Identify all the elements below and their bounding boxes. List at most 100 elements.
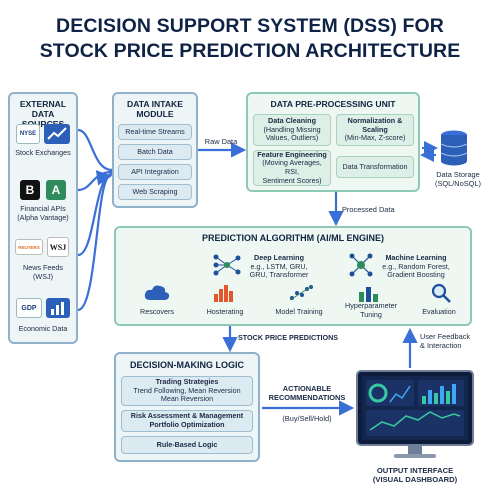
ml-sub-2: Gradient Boosting (387, 270, 445, 280)
dl-title: Deep Learning (254, 253, 304, 262)
model-training-label: Model Training (275, 307, 323, 316)
deep-learning-label: Deep Learning e.g., LSTM, GRU, GRU, Tran… (244, 253, 314, 280)
decision-panel: DECISION-MAKING LOGIC Trading Strategies… (114, 352, 260, 462)
hyperparameter-text: Hyperparameter (345, 301, 397, 310)
feedback-label: User Feedback & Interaction (420, 332, 490, 350)
title-line-2: STOCK PRICE PREDICTION ARCHITECTURE (39, 40, 461, 62)
external-sources-panel: EXTERNAL DATA SOURCES NYSE Stock Exchang… (8, 92, 78, 344)
intake-item-realtime: Real-time Streams (118, 124, 192, 140)
data-cleaning-box: Data Cleaning (Handling Missing Values, … (253, 114, 331, 146)
b-icon: B (20, 180, 40, 200)
rule-based-box: Rule-Based Logic (121, 436, 253, 454)
wsj-icon: WSJ (47, 237, 69, 257)
gdp-logo-text: GDP (21, 304, 37, 312)
feat-sub-1: (Moving Averages, RSI, (262, 158, 322, 176)
norm-title-2: Scaling (362, 124, 388, 134)
wsj-paren-text: (WSJ) (33, 271, 53, 281)
preprocessing-panel: DATA PRE-PROCESSING UNIT Data Cleaning (… (246, 92, 420, 192)
rescovers-label: Rescovers (140, 307, 174, 316)
machine-learning-label: Machine Learning e.g., Random Forest, Gr… (374, 253, 458, 280)
reuters-logo-text: REUTERS (18, 244, 40, 250)
raw-data-label: Raw Data (204, 137, 238, 146)
actionable-line-1: ACTIONABLE (282, 384, 332, 393)
intake-title: DATA INTAKE MODULE (114, 99, 196, 119)
network-icon (348, 252, 374, 278)
recommendations-label: ACTIONABLE RECOMMENDATIONS (262, 384, 352, 402)
feat-sub-2: Sentiment Scores) (262, 175, 322, 185)
norm-title-1: Normalization & (347, 116, 403, 126)
strat-sub-2: Mean Reversion (160, 394, 214, 404)
preprocess-title: DATA PRE-PROCESSING UNIT (270, 99, 396, 109)
alpha-vantage-text: (Alpha Vantage) (17, 212, 69, 222)
cleaning-sub-1: (Handling Missing (263, 124, 321, 134)
processed-data-label: Processed Data (342, 205, 395, 214)
feat-title: Feature Engineering (257, 149, 327, 159)
output-label: OUTPUT INTERFACE (VISUAL DASHBOARD) (350, 466, 480, 484)
monitor-icon (356, 370, 474, 460)
feature-engineering-box: Feature Engineering (Moving Averages, RS… (253, 150, 331, 186)
news-feeds-label: News Feeds (WSJ) (10, 263, 76, 281)
intake-item-scraping: Web Scraping (118, 184, 192, 200)
external-title-2: DATA SOURCES (21, 109, 65, 129)
chart-icon (44, 124, 70, 144)
prediction-panel: PREDICTION ALGORITHM (AI/ML ENGINE) Deep… (114, 226, 472, 326)
risk-assessment-box: Risk Assessment & Management Portfolio O… (121, 410, 253, 432)
scatter-icon (288, 284, 314, 302)
tuning-text: Tuning (360, 309, 382, 319)
nyse-icon: NYSE (16, 124, 40, 144)
trading-strategies-box: Trading Strategies Trend Following, Mean… (121, 376, 253, 406)
intake-item-batch: Batch Data (118, 144, 192, 160)
brain-network-icon (212, 252, 242, 278)
bar-chart-icon (46, 298, 70, 318)
ml-sub-1: e.g., Random Forest, (382, 261, 450, 271)
page-title: DECISION SUPPORT SYSTEM (DSS) FOR STOCK … (0, 14, 500, 64)
storage-label: Data Storage (SQL/NoSQL) (424, 170, 492, 188)
hyperparameter-tuning-label: Hyperparameter Tuning (338, 301, 404, 319)
cleaning-sub-2: Values, Outliers) (265, 133, 319, 143)
strat-sub-1: Trend Following, (133, 385, 187, 395)
norm-sub: (Min-Max, Z-score) (344, 133, 406, 143)
hosterating-label: Hosterating (206, 307, 244, 316)
economic-data-label: Economic Data (18, 324, 68, 333)
external-title-1: EXTERNAL (19, 99, 67, 109)
nyse-logo-text: NYSE (19, 131, 37, 137)
histogram-icon (212, 284, 238, 302)
prediction-title: PREDICTION ALGORITHM (AI/ML ENGINE) (202, 233, 384, 243)
storage-line-1: Data Storage (436, 170, 480, 179)
dl-sub-2: GRU, Transformer (249, 270, 309, 280)
intake-title-2: MODULE (136, 109, 174, 119)
ml-title: Machine Learning (385, 253, 447, 262)
data-transformation-box: Data Transformation (336, 156, 414, 178)
a-icon: A (46, 180, 66, 200)
buy-sell-label: (Buy/Sell/Hold) (282, 414, 332, 423)
strat-sub-row: Trend Following, Mean Reversion (133, 385, 241, 396)
actionable-line-2: RECOMMENDATIONS (268, 393, 346, 402)
reuters-icon: REUTERS (15, 239, 43, 255)
stock-predictions-label: STOCK PRICE PREDICTIONS (238, 333, 339, 342)
financial-apis-label: Financial APIs (Alpha Vantage) (10, 204, 76, 222)
risk-line-2: Portfolio Optimization (149, 420, 225, 429)
strat-title: Trading Strategies (155, 377, 219, 387)
storage-line-2: (SQL/NoSQL) (434, 179, 481, 188)
normalization-box: Normalization & Scaling (Min-Max, Z-scor… (336, 114, 414, 146)
news-feeds-text: News Feeds (23, 263, 63, 272)
output-line-2: (VISUAL DASHBOARD) (372, 475, 458, 484)
output-line-1: OUTPUT INTERFACE (376, 466, 454, 475)
intake-item-api: API Integration (118, 164, 192, 180)
arrow-econ-to-intake (77, 170, 113, 312)
cleaning-title: Data Cleaning (268, 116, 316, 126)
external-title: EXTERNAL DATA SOURCES (10, 99, 76, 129)
gdp-icon: GDP (16, 298, 42, 318)
financial-apis-text: Financial APIs (20, 204, 66, 213)
strat-sub-3: Mean Reversion (188, 385, 241, 395)
intake-title-1: DATA INTAKE (126, 99, 183, 109)
feedback-line-2: & Interaction (420, 341, 462, 350)
cloud-icon (144, 284, 170, 302)
decision-title: DECISION-MAKING LOGIC (130, 360, 244, 370)
feedback-line-1: User Feedback (420, 332, 471, 341)
database-icon (440, 130, 468, 166)
dl-sub-1: e.g., LSTM, GRU, (250, 261, 308, 271)
risk-line-1: Risk Assessment & Management (130, 411, 244, 421)
wsj-logo-text: WSJ (49, 242, 67, 252)
